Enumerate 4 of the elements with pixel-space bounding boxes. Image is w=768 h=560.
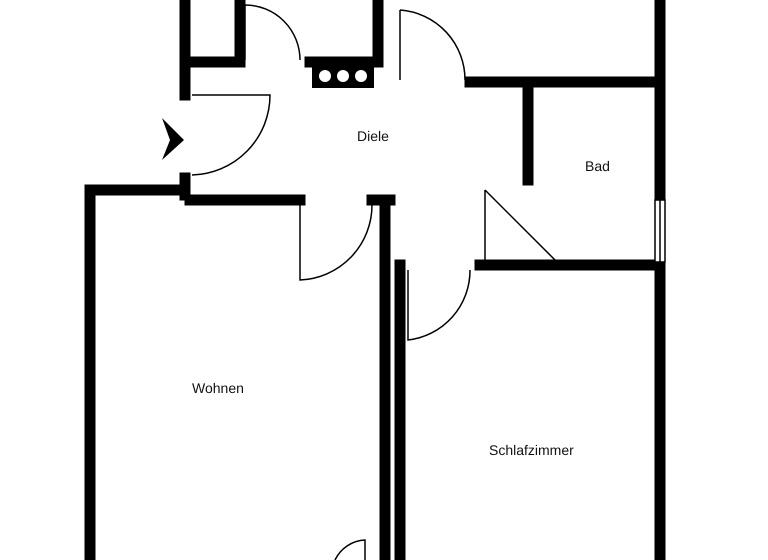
room-label: Wohnen: [192, 380, 244, 396]
room-label: Schlafzimmer: [489, 442, 574, 458]
room-label: Diele: [357, 128, 389, 144]
room-label: Bad: [585, 158, 610, 174]
